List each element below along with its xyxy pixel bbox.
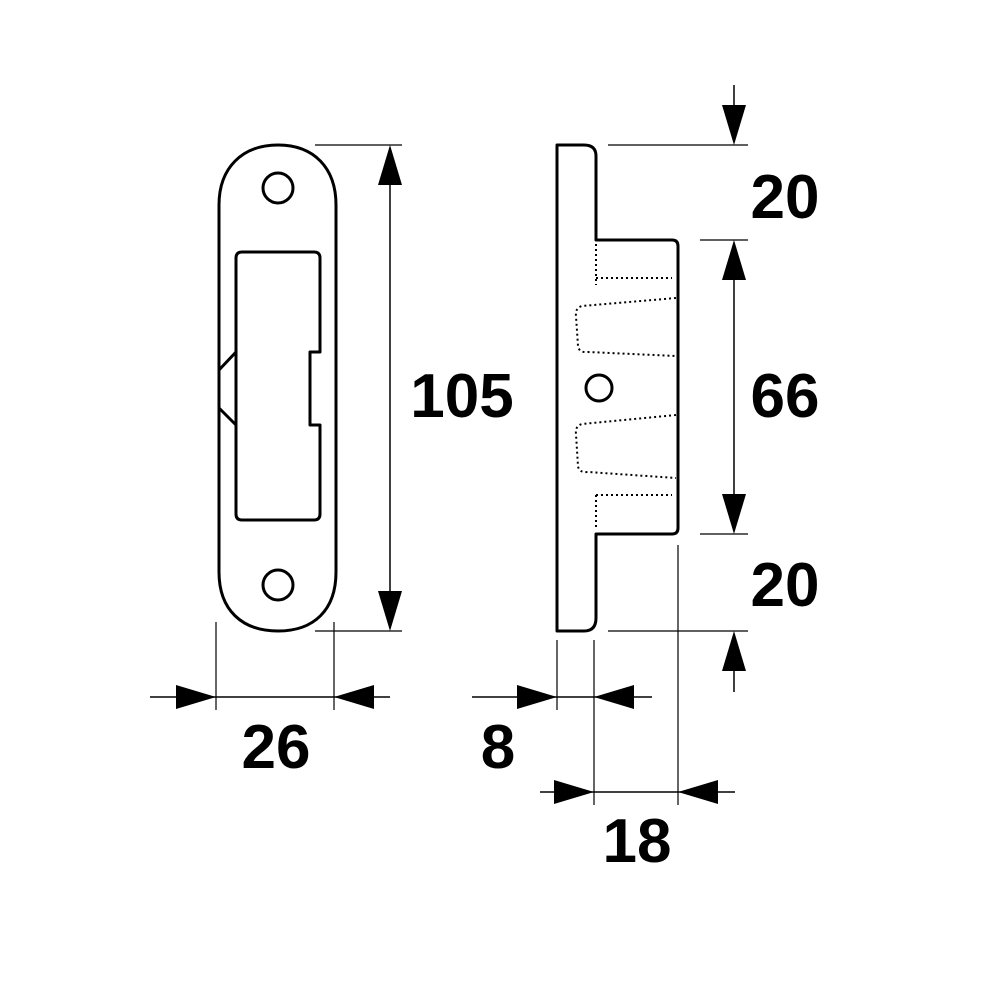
width-dimension: 26 <box>150 622 390 782</box>
vertical-chain-dimension: 20 66 20 <box>608 85 819 692</box>
thickness-dimension: 8 <box>472 640 652 805</box>
strike-opening <box>234 250 322 522</box>
hidden-pocket-edges <box>595 244 672 530</box>
height-dimension: 105 <box>315 144 514 632</box>
dim-label-20-top: 20 <box>751 163 820 232</box>
front-plate-outline <box>217 143 338 633</box>
dim-label-20-bottom: 20 <box>751 551 820 620</box>
side-view <box>555 143 680 633</box>
dim-label-66: 66 <box>751 362 820 431</box>
dim-label-105: 105 <box>410 362 513 431</box>
latch-lip-notch <box>217 350 238 427</box>
bottom-screw-hole <box>261 568 295 602</box>
side-profile-outline <box>555 143 680 633</box>
dim-label-26: 26 <box>242 713 311 782</box>
front-view <box>217 143 338 633</box>
dim-label-18: 18 <box>603 807 672 876</box>
hidden-upper-latch-cavity <box>574 297 677 357</box>
side-screw-hole <box>584 373 614 403</box>
depth-dimension: 18 <box>540 545 735 876</box>
hidden-lower-latch-cavity <box>574 414 677 479</box>
top-screw-hole <box>261 171 295 205</box>
dim-label-8: 8 <box>481 713 515 782</box>
